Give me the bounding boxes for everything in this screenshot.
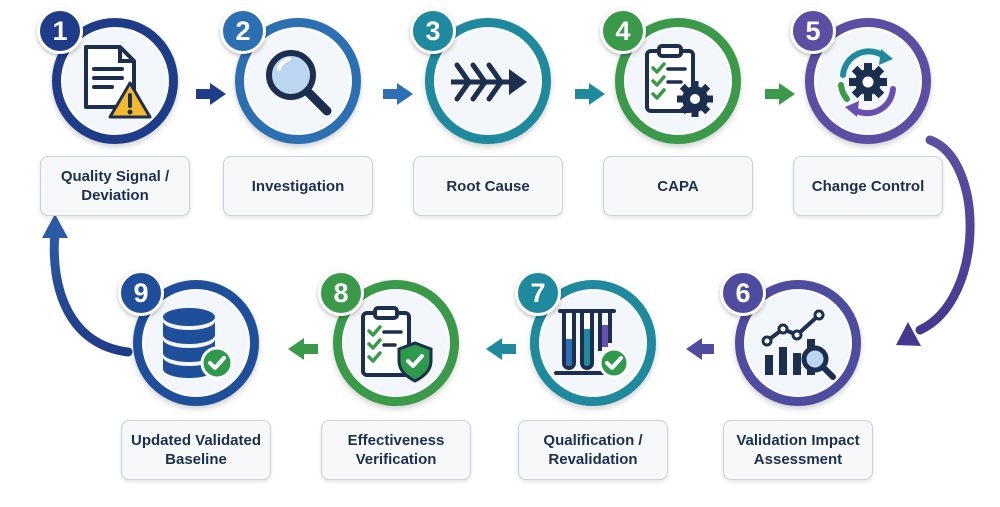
- chart-magnifier-icon: [757, 303, 839, 385]
- arrow-9-to-1: [42, 214, 133, 357]
- arrow-7-to-8: [486, 338, 516, 360]
- fishbone-icon: [447, 41, 529, 123]
- test-tubes-check-icon: [552, 303, 634, 385]
- clipboard-shield-icon: [355, 303, 437, 385]
- arrow-3-to-4: [575, 83, 605, 105]
- document-warning-icon: [74, 41, 156, 123]
- step-number-badge: 7: [515, 270, 561, 316]
- step-number-badge: 6: [720, 270, 766, 316]
- step-number-badge: 4: [600, 8, 646, 54]
- step-label: Effectiveness Verification: [321, 420, 471, 480]
- arrow-6-to-7: [686, 338, 714, 360]
- step-label: Quality Signal / Deviation: [40, 156, 190, 216]
- step-number-badge: 9: [118, 270, 164, 316]
- clipboard-gear-icon: [637, 41, 719, 123]
- step-number-badge: 3: [410, 8, 456, 54]
- step-label: CAPA: [603, 156, 753, 216]
- step-number-badge: 8: [318, 270, 364, 316]
- arrow-5-to-6: [896, 135, 975, 346]
- step-label: Validation Impact Assessment: [723, 420, 873, 480]
- step-number-badge: 5: [790, 8, 836, 54]
- step-label: Change Control: [793, 156, 943, 216]
- arrow-1-to-2: [196, 83, 226, 105]
- step-label: Qualification / Revalidation: [518, 420, 668, 480]
- arrow-8-to-9: [288, 338, 318, 360]
- step-number-badge: 2: [220, 8, 266, 54]
- arrow-2-to-3: [383, 83, 413, 105]
- cycle-gear-icon: [827, 41, 909, 123]
- step-number-badge: 1: [37, 8, 83, 54]
- step-label: Root Cause: [413, 156, 563, 216]
- step-label: Updated Validated Baseline: [121, 420, 271, 480]
- step-label: Investigation: [223, 156, 373, 216]
- arrow-4-to-5: [765, 83, 795, 105]
- database-check-icon: [155, 303, 237, 385]
- magnifying-glass-icon: [257, 41, 339, 123]
